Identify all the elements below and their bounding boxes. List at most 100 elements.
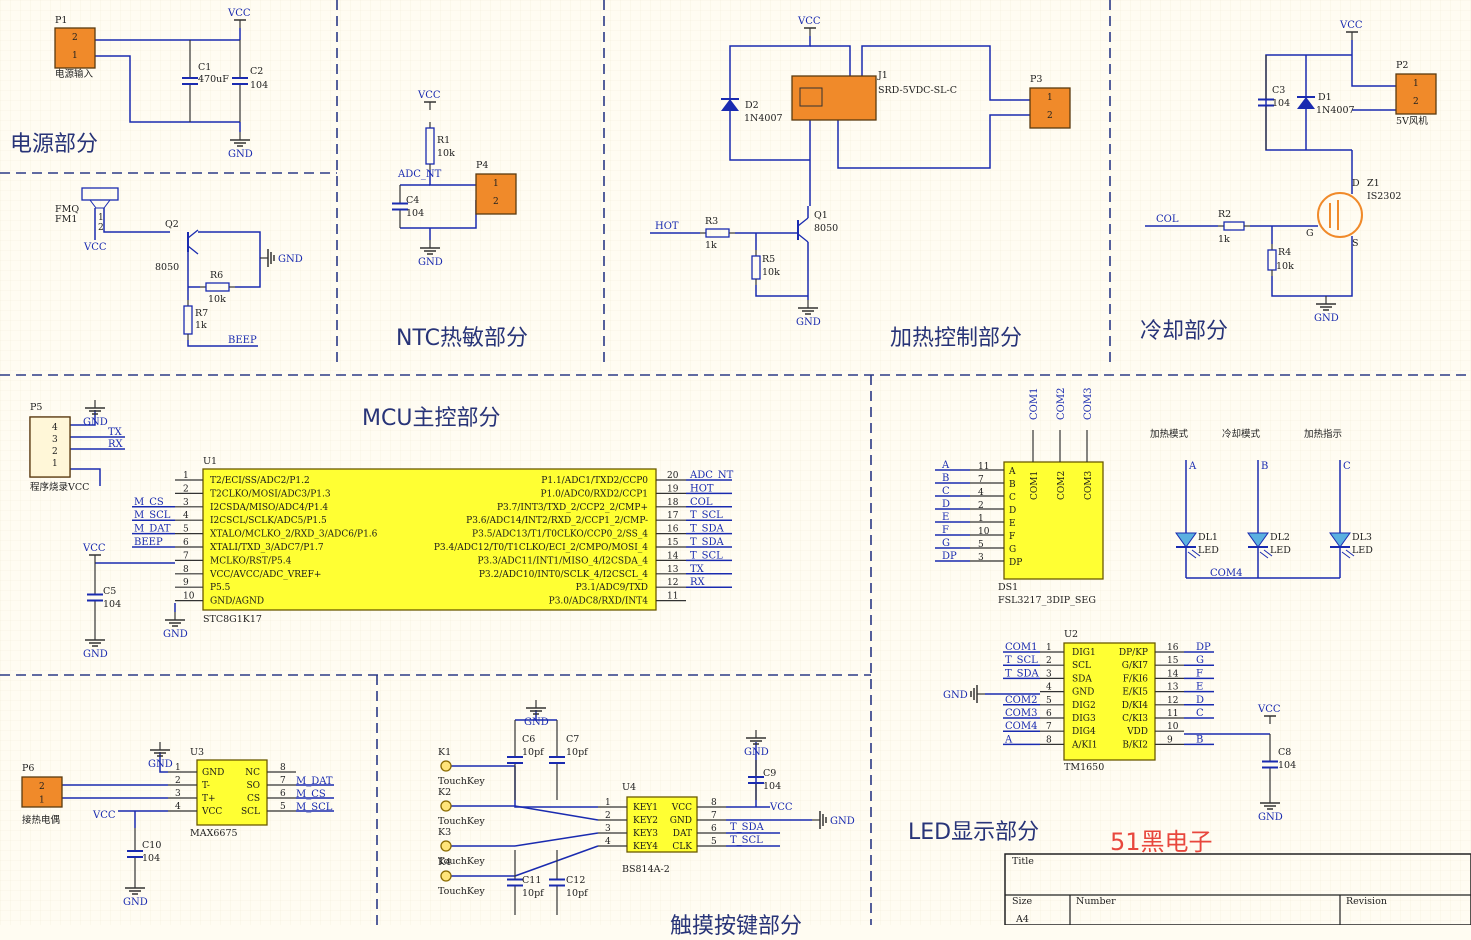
svg-text:1: 1: [39, 796, 45, 806]
gnd-symbol: [970, 685, 985, 703]
gnd-label: GND: [83, 417, 108, 428]
u2-pin-label: DIG3: [1072, 714, 1096, 724]
pin-number: 5: [978, 540, 984, 550]
touch-key-label: TouchKey: [438, 816, 485, 827]
pin-number: 1: [1046, 643, 1052, 653]
u2-ref: U2: [1064, 629, 1078, 640]
r6-ref: R6: [210, 270, 223, 281]
c11-value: 10pf: [522, 888, 545, 899]
resistor: [200, 282, 235, 292]
r4-ref: R4: [1278, 247, 1291, 258]
pin-number: 13: [667, 565, 679, 575]
vcc-symbol: [1264, 715, 1276, 724]
net-label: RX: [690, 577, 706, 588]
pin-number: 4: [605, 837, 611, 847]
net-label: M_CS: [134, 497, 164, 508]
gnd-symbol: [260, 249, 275, 267]
pin-number: 6: [1046, 709, 1052, 719]
u4-pin-label: GND: [670, 816, 692, 826]
u4-pin-label: KEY1: [633, 803, 658, 813]
c5-value: 104: [103, 599, 121, 610]
capacitor: [549, 850, 565, 915]
title-block-size-value: A4: [1015, 914, 1029, 925]
p2-desc: 5V风机: [1396, 115, 1428, 127]
c8-value: 104: [1278, 760, 1296, 771]
u3-pin-label: SCL: [241, 807, 260, 817]
pin-number: 5: [711, 837, 717, 847]
gnd-label: GND: [83, 649, 108, 660]
gnd-symbol: [526, 700, 546, 715]
u2-pin-label: DIG1: [1072, 648, 1096, 658]
pin-number: 4: [978, 488, 984, 498]
touch-key-ref: K3: [438, 827, 451, 838]
pin-number: 1: [183, 471, 189, 481]
net-label: M_SCL: [134, 510, 171, 521]
gnd-symbol: [812, 811, 827, 829]
vcc-label: VCC: [1257, 704, 1281, 715]
wire: [1326, 236, 1353, 297]
gnd-label: GND: [796, 317, 821, 328]
pin-number: 7: [1046, 722, 1052, 732]
gnd-label: GND: [1258, 812, 1283, 823]
c7-ref: C7: [566, 734, 579, 745]
ds1-pin-label: B: [1009, 480, 1016, 490]
u2-pin-label: SDA: [1072, 674, 1092, 684]
capacitor: [127, 828, 143, 880]
gnd-symbol: [1316, 296, 1336, 311]
u3-pin-label: T-: [202, 781, 210, 791]
c5-ref: C5: [103, 586, 116, 597]
gnd-symbol: [230, 132, 250, 147]
net-label: C: [1343, 461, 1351, 472]
c9-ref: C9: [763, 768, 776, 779]
c6-value: 10pf: [522, 747, 545, 758]
net-label: D: [1196, 695, 1204, 706]
pin-number: 3: [52, 435, 58, 445]
net-label: T_SCL: [1005, 655, 1038, 666]
c1-value: 470uF: [198, 74, 229, 85]
r1-ref: R1: [437, 135, 450, 146]
gnd-symbol: [420, 240, 440, 255]
u3-pin-label: T+: [202, 794, 216, 804]
u1-pin-label: VCC/AVCC/ADC_VREF+: [209, 570, 321, 580]
pin-number: 10: [183, 592, 195, 602]
wire: [755, 285, 808, 297]
u1-pin-label: P3.7/INT3/TXD_2/CCP2_2/CMP+: [497, 503, 648, 513]
u4-pin-label: VCC: [671, 803, 692, 813]
z1-source: S: [1352, 238, 1359, 249]
net-label: COL: [690, 497, 713, 508]
ds1-pin-label: A: [1008, 467, 1016, 477]
net-label-col: COL: [1156, 214, 1179, 225]
section-title-touch-keys: 触摸按键部分: [670, 914, 803, 939]
pin-number: 20: [667, 471, 679, 481]
net-label: F: [942, 525, 949, 536]
led-ref: DL3: [1352, 532, 1372, 543]
wire: [70, 410, 96, 426]
transistor-q1: [797, 217, 809, 243]
u4-pin-label: CLK: [672, 842, 692, 852]
gnd-label: GND: [228, 149, 253, 160]
u1-pin-label: P3.2/ADC10/INT0/SCLK_4/I2CSCL_4: [479, 570, 648, 580]
pin-number: 3: [183, 498, 189, 508]
chip-u2: [1063, 642, 1156, 761]
u2-value: TM1650: [1064, 762, 1104, 773]
capacitor: [549, 720, 565, 800]
ds1-pin-label: G: [1009, 545, 1016, 555]
vcc-label: VCC: [1339, 20, 1363, 31]
net-label: A: [1188, 461, 1197, 472]
wire: [1271, 276, 1326, 297]
svg-text:1: 1: [72, 51, 78, 61]
pin-number: 16: [667, 525, 679, 535]
pin-number: 7: [183, 551, 189, 561]
c4-ref: C4: [406, 195, 419, 206]
c8-ref: C8: [1278, 747, 1291, 758]
touch-pad: [440, 800, 452, 812]
d1-value: 1N4007: [1316, 105, 1355, 116]
ds1-com-label: COM3: [1084, 471, 1094, 500]
led-ref: DL2: [1270, 532, 1290, 543]
net-label: T_SCL: [690, 550, 723, 561]
touch-key-label: TouchKey: [438, 886, 485, 897]
led-ref: DL1: [1198, 532, 1218, 543]
connector-p2: 12: [1395, 73, 1437, 115]
u3-ref: U3: [190, 747, 204, 758]
